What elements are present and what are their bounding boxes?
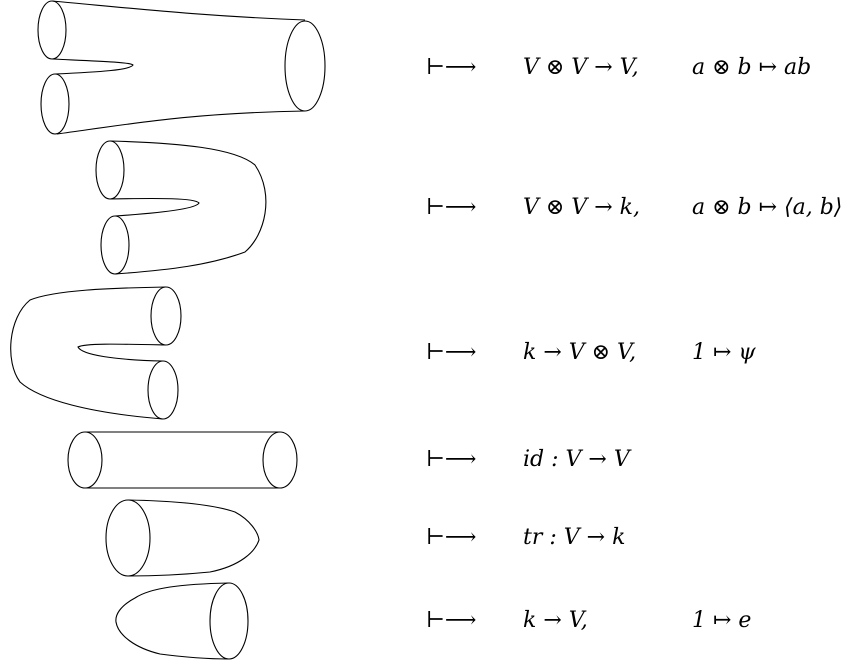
maps-to-arrow: ⊢⟶	[426, 525, 477, 550]
linear-map: id : V → V	[523, 447, 630, 472]
element-rule: a ⊗ b ↦ ab	[692, 55, 812, 80]
outer-boundary	[109, 140, 267, 275]
inner-fold	[109, 197, 200, 217]
inner-fold	[77, 343, 167, 362]
pairing-cobordism	[95, 140, 267, 275]
row-5: ⊢⟶ tr : V → k	[0, 518, 850, 558]
trace-cobordism	[105, 499, 260, 577]
maps-to-arrow: ⊢⟶	[426, 340, 477, 365]
linear-map: k → V ⊗ V,	[523, 340, 637, 365]
lower-boundary	[56, 110, 306, 135]
row-4: ⊢⟶ id : V → V	[0, 440, 850, 480]
inner-crotch	[51, 58, 134, 75]
row-3: ⊢⟶ k → V ⊗ V, 1 ↦ ψ	[0, 333, 850, 373]
row-6: ⊢⟶ k → V, 1 ↦ e	[0, 601, 850, 641]
maps-to-arrow: ⊢⟶	[426, 55, 477, 80]
unit-cobordism	[115, 582, 249, 660]
linear-map: tr : V → k	[523, 525, 626, 550]
row-1: ⊢⟶ V ⊗ V → V, a ⊗ b ↦ ab	[0, 48, 850, 88]
row-2: ⊢⟶ V ⊗ V → k, a ⊗ b ↦ ⟨a, b⟩	[0, 188, 850, 228]
maps-to-arrow: ⊢⟶	[426, 195, 477, 220]
cup-boundary	[115, 582, 230, 660]
maps-to-arrow: ⊢⟶	[426, 447, 477, 472]
cap-boundary	[127, 499, 260, 577]
linear-map: V ⊗ V → V,	[523, 55, 639, 80]
linear-map: V ⊗ V → k,	[523, 195, 640, 220]
element-rule: a ⊗ b ↦ ⟨a, b⟩	[692, 195, 843, 220]
element-rule: 1 ↦ e	[692, 608, 752, 633]
copairing-cobordism	[10, 286, 182, 420]
maps-to-arrow: ⊢⟶	[426, 608, 477, 633]
upper-boundary	[51, 0, 306, 21]
element-rule: 1 ↦ ψ	[692, 340, 756, 365]
merge-cobordism	[37, 0, 326, 135]
cylinder-cobordism	[67, 431, 298, 489]
linear-map: k → V,	[523, 608, 588, 633]
outer-boundary	[10, 286, 167, 420]
